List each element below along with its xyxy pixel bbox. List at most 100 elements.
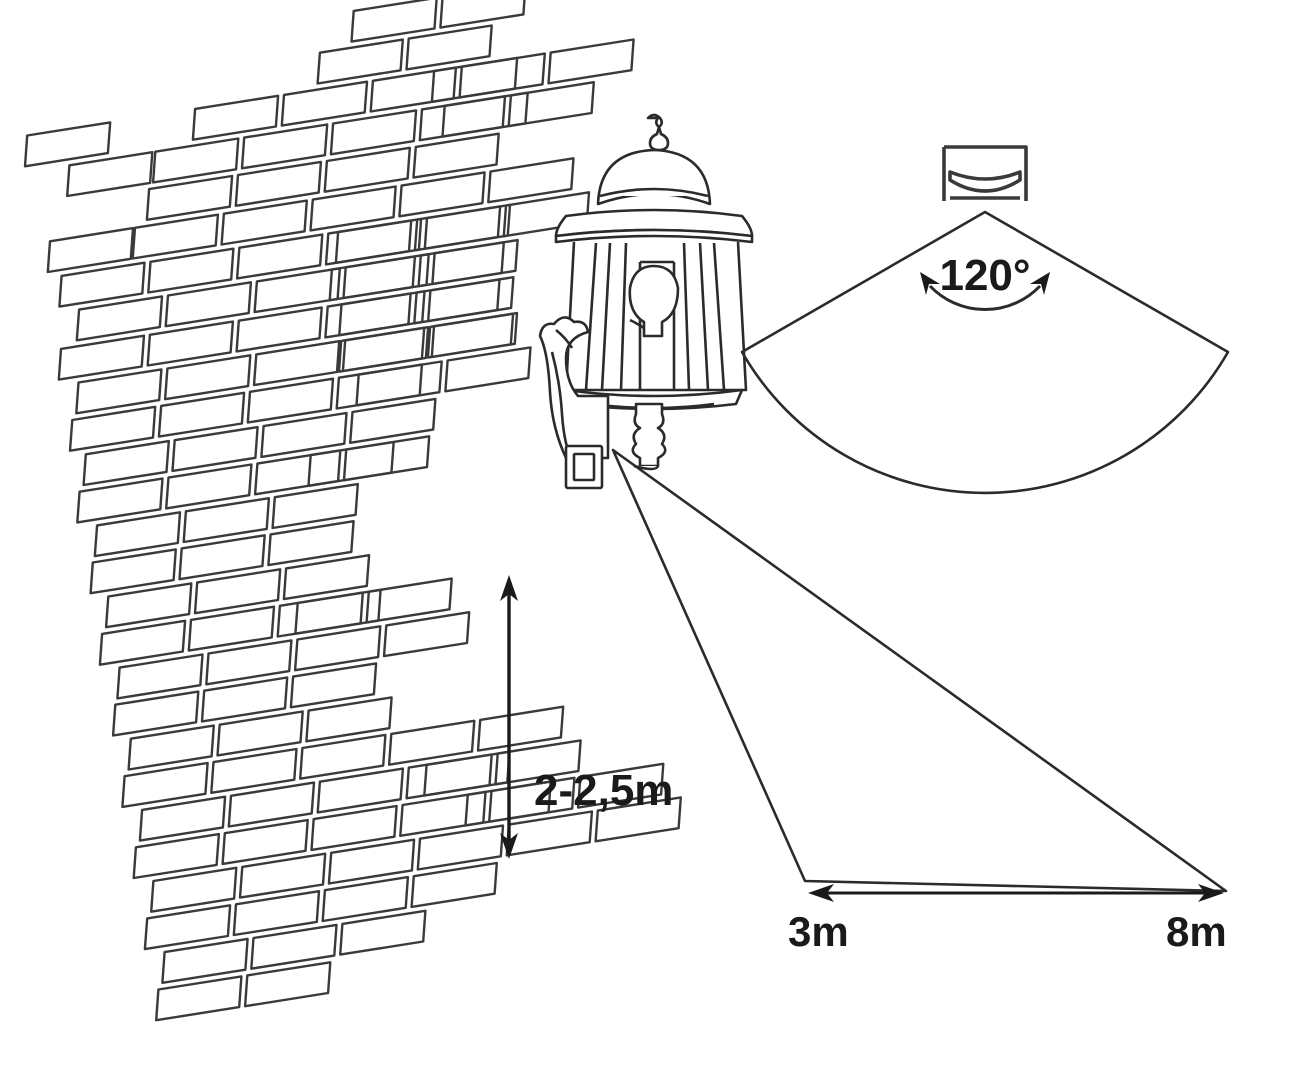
- mounting-height-dimension: 2-2,5m: [500, 575, 673, 859]
- brick: [337, 326, 426, 373]
- mounting-height-label: 2-2,5m: [534, 766, 673, 815]
- brick: [227, 781, 316, 828]
- brick: [310, 804, 398, 852]
- angle-arrow-left: [920, 272, 940, 295]
- brick: [143, 904, 232, 951]
- brick: [299, 733, 387, 780]
- brick: [151, 137, 240, 184]
- brick: [116, 653, 204, 700]
- brick: [350, 0, 438, 43]
- brick: [238, 852, 327, 899]
- brick: [321, 875, 410, 923]
- coach-lantern-wall-lamp: [538, 113, 754, 490]
- brick: [132, 832, 221, 880]
- brick: [163, 354, 252, 401]
- brick: [405, 24, 493, 71]
- brick: [398, 171, 486, 218]
- brick: [75, 295, 164, 342]
- brick: [576, 762, 665, 809]
- range-dimension: 3m 8m: [788, 884, 1227, 955]
- angle-arc: 120°: [920, 251, 1050, 311]
- brick: [250, 923, 338, 970]
- brick: [75, 368, 163, 415]
- brick: [487, 157, 575, 204]
- brick: [171, 425, 259, 473]
- detection-zone-side-view: [611, 448, 1228, 893]
- brick: [430, 56, 519, 103]
- lantern-roof: [554, 208, 754, 244]
- brick: [339, 909, 427, 956]
- brick: [164, 281, 253, 328]
- brick: [417, 241, 505, 288]
- brick: [412, 132, 500, 179]
- brick: [349, 397, 437, 444]
- brick: [323, 146, 411, 193]
- brick-wall: [23, 0, 682, 1022]
- brick: [342, 435, 431, 482]
- brick: [280, 80, 369, 127]
- brick: [494, 739, 582, 786]
- height-arrow-down: [500, 833, 518, 859]
- lantern-finial: [646, 113, 670, 152]
- brick: [111, 690, 200, 737]
- brick: [307, 440, 395, 487]
- brick: [98, 619, 187, 666]
- brick: [57, 334, 146, 381]
- brick: [355, 360, 443, 407]
- brick: [191, 94, 280, 141]
- brick: [240, 123, 329, 170]
- detection-zone-sector: [740, 210, 1230, 495]
- pir-sensor-module[interactable]: [564, 444, 604, 490]
- brick: [267, 520, 355, 567]
- detection-angle-label: 120°: [939, 251, 1030, 300]
- brick: [441, 91, 529, 138]
- brick: [252, 340, 341, 387]
- brick: [232, 890, 321, 937]
- brick: [305, 696, 393, 743]
- brick: [150, 866, 238, 913]
- brick: [145, 174, 234, 221]
- brick: [127, 724, 215, 771]
- brick: [76, 477, 164, 524]
- brick: [246, 377, 335, 424]
- brick: [426, 312, 515, 359]
- far-range-label: 8m: [1166, 908, 1227, 955]
- brick: [329, 109, 418, 156]
- brick: [178, 534, 266, 581]
- brick: [138, 795, 227, 842]
- brick: [66, 151, 154, 198]
- brick: [594, 796, 682, 843]
- brick: [464, 780, 552, 827]
- brick: [89, 548, 177, 595]
- brick: [365, 577, 453, 624]
- brick: [338, 290, 426, 337]
- pir-sensor-top-view: [942, 145, 1028, 201]
- brick: [334, 217, 423, 264]
- brick: [327, 838, 416, 885]
- brick: [182, 497, 271, 544]
- brick: [93, 511, 182, 558]
- near-range-label: 3m: [788, 908, 849, 955]
- brick: [187, 605, 276, 652]
- brick: [104, 582, 193, 629]
- lantern-bulb: [628, 264, 680, 338]
- brick: [23, 121, 112, 168]
- brick: [121, 761, 209, 809]
- brick: [165, 463, 253, 510]
- brick: [316, 38, 404, 85]
- brick: [46, 226, 135, 274]
- brick: [200, 676, 289, 723]
- brick: [316, 767, 405, 814]
- brick: [294, 588, 382, 635]
- brick: [220, 199, 308, 246]
- brick: [216, 710, 304, 757]
- brick: [157, 391, 246, 438]
- detection-zone-plan-view: 120°: [740, 145, 1230, 495]
- brick: [282, 554, 371, 601]
- brick: [289, 662, 378, 709]
- brick: [146, 320, 235, 367]
- brick: [58, 261, 146, 308]
- brick: [235, 233, 324, 280]
- brick: [271, 482, 359, 530]
